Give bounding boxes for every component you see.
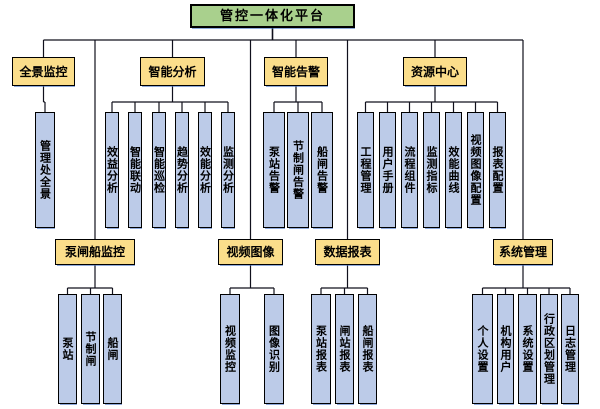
leaf-data-report-2: 船闸报表 [358, 294, 377, 404]
leaf-intelligent-alarm-2: 船闸告警 [311, 112, 333, 228]
branch-system-management: 系统管理 [493, 239, 553, 265]
branch-resource-center: 资源中心 [403, 57, 467, 86]
branch-pump-gate-lock-monitoring: 泵闸船监控 [55, 239, 135, 265]
leaf-resource-center-0: 工程管理 [357, 112, 374, 228]
leaf-intelligent-analysis-3: 趋势分析 [175, 112, 189, 228]
leaf-intelligent-alarm-0: 泵站告警 [263, 112, 285, 228]
root-node-platform: 管控一体化平台 [190, 4, 355, 28]
leaf-video-image-1: 图像识别 [264, 294, 284, 404]
leaf-resource-center-4: 效能曲线 [445, 112, 462, 228]
leaf-data-report-0: 泵站报表 [311, 294, 331, 404]
leaf-resource-center-3: 监测指标 [423, 112, 440, 228]
leaf-resource-center-6: 报表配置 [489, 112, 506, 228]
branch-intelligent-alarm: 智能告警 [264, 57, 328, 86]
leaf-intelligent-analysis-2: 智能巡检 [152, 112, 166, 228]
leaf-system-management-2: 系统设置 [518, 294, 537, 404]
leaf-system-management-3: 行政区划管理 [540, 294, 558, 404]
leaf-data-report-1: 闸站报表 [335, 294, 354, 404]
leaf-video-image-0: 视频监控 [220, 294, 240, 404]
leaf-intelligent-analysis-4: 效能分析 [198, 112, 212, 228]
leaf-pump-gate-lock-monitoring-0: 泵站 [58, 294, 77, 404]
leaf-system-management-1: 机构用户 [497, 294, 514, 404]
leaf-intelligent-analysis-0: 效益分析 [105, 112, 119, 228]
leaf-intelligent-alarm-1: 节制闸告警 [287, 112, 309, 228]
leaf-pump-gate-lock-monitoring-1: 节制闸 [81, 294, 100, 404]
leaf-panorama-monitoring-0: 管理处全景 [35, 112, 55, 228]
branch-panorama-monitoring: 全景监控 [12, 57, 75, 86]
leaf-resource-center-2: 流程组件 [401, 112, 418, 228]
leaf-intelligent-analysis-5: 监测分析 [221, 112, 235, 228]
branch-video-image: 视频图像 [218, 239, 283, 265]
leaf-resource-center-1: 用户手册 [379, 112, 396, 228]
leaf-system-management-0: 个人设置 [472, 294, 493, 404]
branch-data-report: 数据报表 [315, 239, 380, 265]
leaf-intelligent-analysis-1: 智能联动 [128, 112, 142, 228]
leaf-resource-center-5: 视频图像配置 [467, 112, 484, 228]
leaf-system-management-4: 日志管理 [561, 294, 579, 404]
leaf-pump-gate-lock-monitoring-2: 船闸 [103, 294, 122, 404]
branch-intelligent-analysis: 智能分析 [140, 57, 205, 86]
